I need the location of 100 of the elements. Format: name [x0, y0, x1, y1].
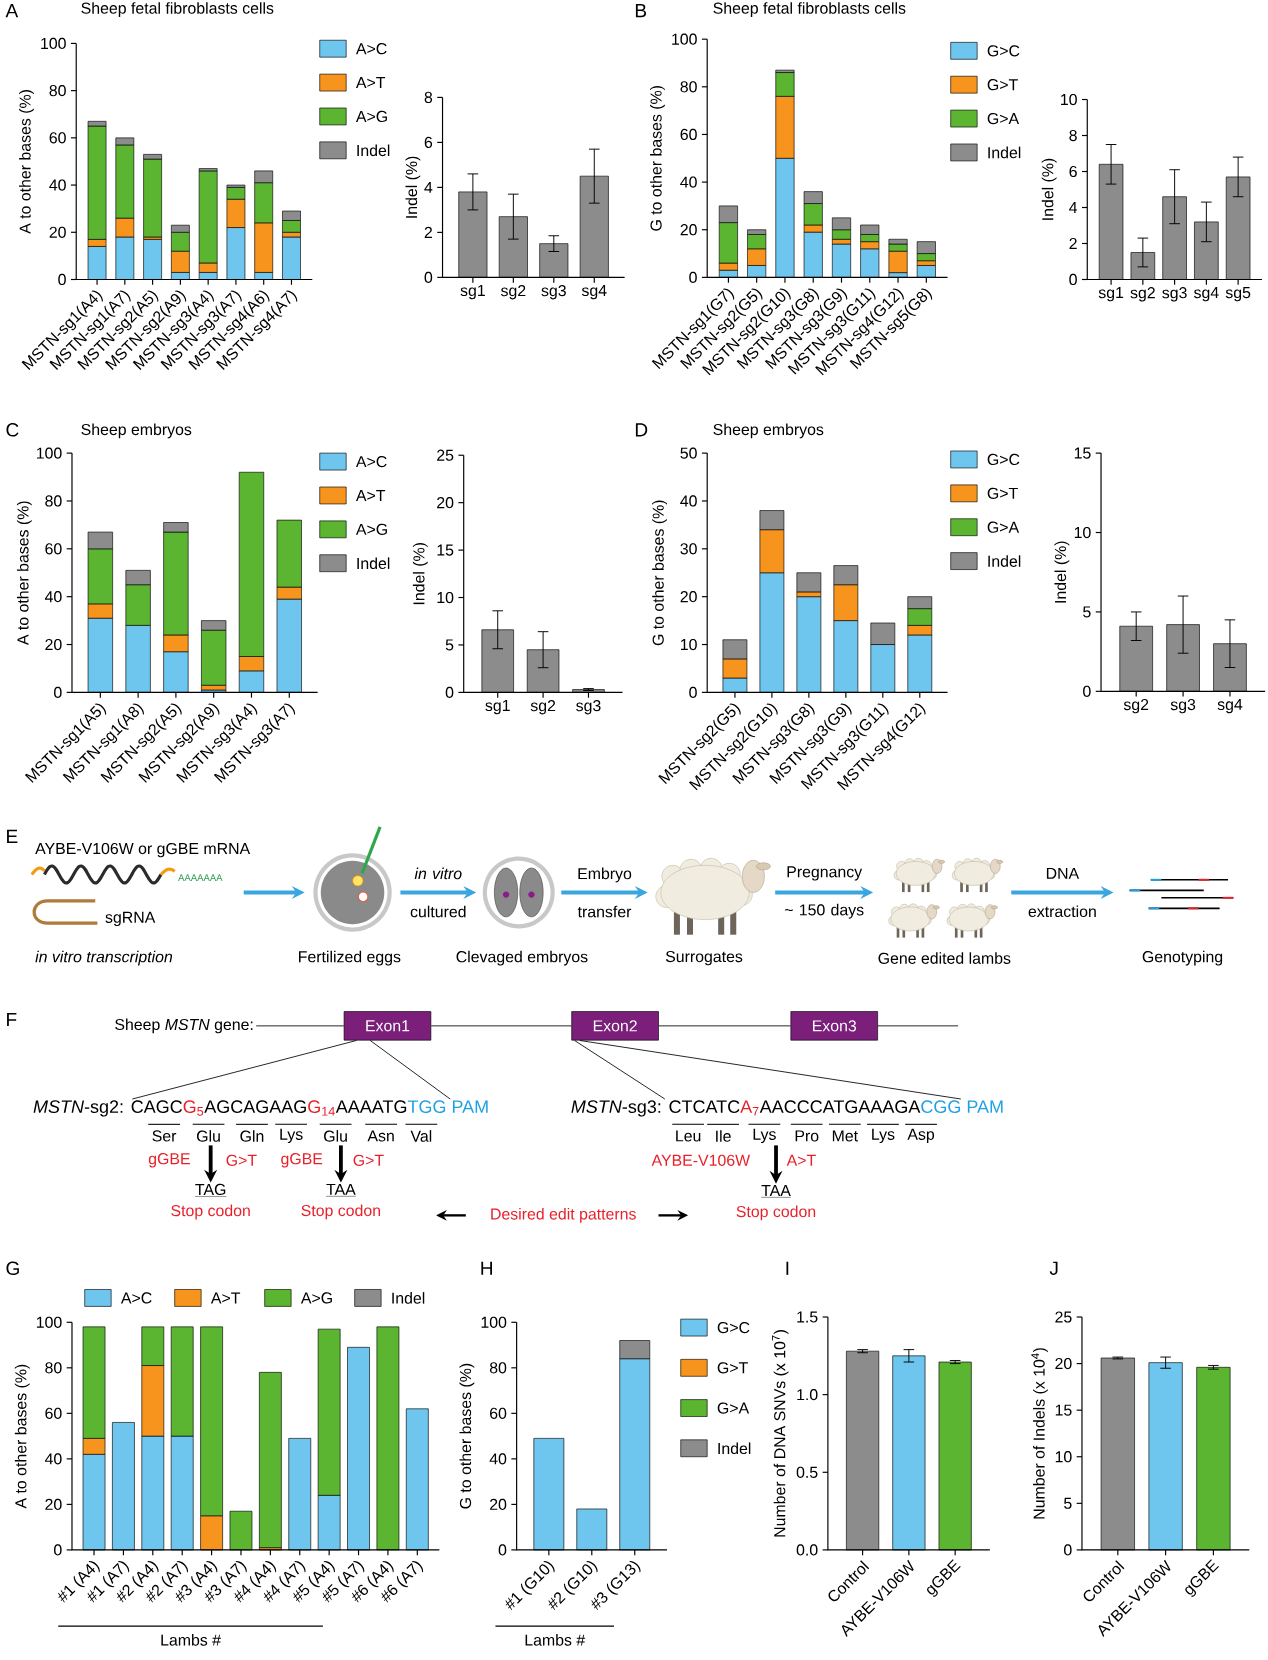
amino-acid-label: Lys	[747, 1123, 781, 1144]
sheep-drawing	[655, 858, 771, 935]
tick-label: 0	[445, 686, 454, 698]
category-label: sg3	[1162, 287, 1187, 302]
node-label: Fertilized eggs	[298, 950, 401, 966]
tick-label: 0	[53, 686, 62, 698]
category-label: sg2	[500, 285, 526, 300]
tick-label: 20	[436, 497, 454, 509]
legend-label: Indel	[988, 555, 1021, 567]
legend-label: G>T	[987, 79, 1018, 91]
chart-title: Sheep embryos	[713, 423, 824, 439]
amino-acid-label: Gln	[235, 1123, 269, 1142]
edge-label: Pregnancy ~ 150 days	[784, 866, 864, 919]
category-label: sg3	[1170, 698, 1196, 714]
tick-label: 40	[44, 1453, 62, 1465]
tick-label: 20	[45, 1498, 62, 1510]
tick-label: 4	[1068, 202, 1077, 213]
tick-label: 25	[1055, 1311, 1072, 1323]
node-label: in vitro transcription	[35, 950, 172, 966]
edit-label: gGBE	[148, 1153, 190, 1168]
node-label: Surrogates	[665, 950, 743, 966]
node-label: Genotyping	[1142, 950, 1222, 966]
tick-label: 10	[680, 638, 697, 651]
tick-label: 40	[680, 176, 697, 188]
panel-letter: F	[6, 1012, 17, 1027]
legend-label: A>G	[355, 110, 387, 123]
gene-label: Sheep MSTN gene:	[114, 1018, 253, 1034]
tick-label: 20	[680, 224, 697, 236]
legend-label: A>C	[355, 43, 387, 55]
legend-label: A>C	[355, 455, 387, 468]
amino-acid-label: Met	[828, 1123, 862, 1142]
amino-acid-label: Ser	[147, 1123, 181, 1142]
edge-label: DNA extraction	[1028, 867, 1096, 918]
tick-label: 80	[45, 1362, 62, 1374]
axis-title: Number of Indels (x 10$^{4}$)	[1031, 1348, 1048, 1519]
tick-label: 100	[36, 1316, 62, 1328]
tick-label: 30	[680, 543, 697, 555]
tick-label: 15	[437, 544, 454, 556]
connector-line	[131, 1040, 357, 1100]
category-label: sg1	[485, 700, 510, 715]
exon-box: Exon3	[790, 1011, 878, 1041]
tick-label: 60	[49, 132, 66, 144]
edit-label: Desired edit patterns	[491, 1207, 636, 1223]
tick-label: 80	[489, 1362, 507, 1374]
tick-label: 0	[1063, 1544, 1072, 1556]
tick-label: 0	[498, 1544, 507, 1556]
stop-codon-label: TAA Stop codon	[301, 1183, 380, 1220]
rna-label: AYBE-V106W or gGBE mRNA	[35, 842, 250, 858]
category-label: sg1	[1098, 287, 1123, 302]
amino-acid-label: Ile	[706, 1123, 740, 1142]
tick-label: 0	[1082, 685, 1091, 697]
axis-title: Indel (%)	[1041, 158, 1057, 220]
axis-title: Indel (%)	[405, 156, 421, 218]
axis-title: Lambs #	[525, 1634, 585, 1646]
legend-label: G>C	[987, 453, 1020, 466]
exon-box: Exon2	[571, 1011, 659, 1041]
tick-label: 60	[45, 543, 62, 555]
edit-label: G>T	[353, 1154, 384, 1166]
legend-label: G>T	[717, 1362, 748, 1374]
panel-letter: A	[5, 4, 19, 18]
tick-label: 100	[481, 1316, 507, 1328]
axis-title: Indel (%)	[1054, 541, 1070, 603]
connector-line	[877, 1025, 959, 1027]
tick-label: 80	[49, 85, 66, 97]
panel-letter: I	[786, 1261, 789, 1275]
axis-title: G to other bases (%)	[649, 86, 665, 231]
rna-label: sgRNA	[105, 911, 156, 927]
panel-letter: C	[6, 423, 19, 437]
tick-label: 20	[1055, 1357, 1072, 1370]
legend-label: Indel	[357, 144, 390, 157]
legend-label: G>A	[987, 112, 1019, 125]
tick-label: 15	[1055, 1404, 1072, 1416]
tick-label: 60	[45, 1407, 62, 1419]
amino-acid-label: Asn	[364, 1123, 398, 1142]
tick-label: 80	[45, 495, 62, 507]
axis-title: Lambs #	[161, 1634, 221, 1646]
category-label: sg3	[576, 700, 601, 715]
lambs-drawing	[888, 858, 1003, 938]
axis-title: A to other bases (%)	[16, 501, 32, 646]
legend-label: A>C	[120, 1292, 152, 1304]
axis-title: Number of DNA SNVs (x 10$^{7}$)	[771, 1330, 789, 1537]
tick-label: 5	[1063, 1497, 1072, 1509]
connector-line	[574, 1040, 666, 1100]
category-label: sg3	[541, 285, 566, 300]
tick-label: 1.5	[797, 1311, 818, 1323]
tick-label: 20	[49, 226, 66, 238]
rna-label: AAAAAAA	[177, 874, 223, 881]
tick-label: 10	[1055, 1451, 1072, 1463]
panel-letter: J	[1049, 1261, 1058, 1275]
legend-label: Indel	[988, 146, 1021, 159]
amino-acid-label: Lys	[866, 1123, 900, 1144]
category-label: sg5	[1225, 287, 1251, 302]
chart-title: Sheep embryos	[81, 423, 192, 439]
connector-line	[369, 1040, 451, 1100]
axis-title: G to other bases (%)	[459, 1363, 475, 1509]
legend-label: G>C	[987, 45, 1020, 57]
connector-line	[430, 1025, 572, 1027]
category-label: sg4	[581, 285, 607, 300]
tick-label: 20	[45, 638, 62, 651]
edit-label: gGBE	[281, 1153, 323, 1168]
